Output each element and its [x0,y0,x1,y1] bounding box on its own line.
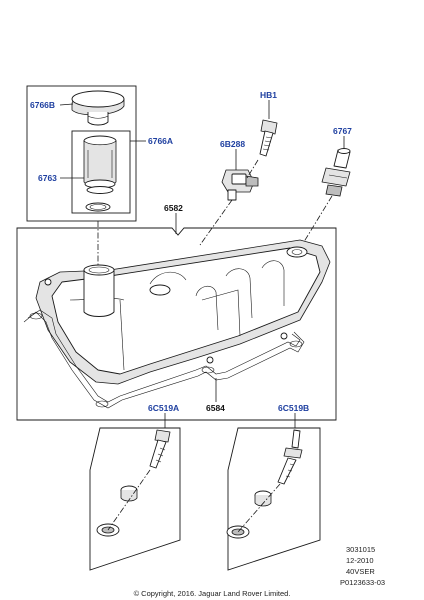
centerline-6767 [301,195,333,246]
pcv-valve-6767 [321,148,351,197]
callout-6766B[interactable]: 6766B [30,100,55,110]
bolt-hb1 [259,119,278,157]
grommet-6c519b [254,490,272,507]
callout-6767[interactable]: 6767 [333,126,352,136]
stud-6c519b [277,429,303,485]
stud-group-b-frame [227,427,321,571]
oil-filler-cap [71,90,125,126]
filler-cap-group-frame [26,85,137,222]
ref-part-number: P0123633-03 [340,578,385,587]
ref-code: 3031015 [346,545,375,554]
stud-6c519a [149,429,171,469]
camshaft-sensor-6b288 [221,169,259,201]
callout-6763[interactable]: 6763 [38,173,57,183]
callout-6C519A[interactable]: 6C519A [148,403,179,413]
callout-6C519B[interactable]: 6C519B [278,403,309,413]
centerline-6c519b [237,483,281,533]
callout-6B288[interactable]: 6B288 [220,139,245,149]
leader-6766B [59,103,74,106]
callout-HB1[interactable]: HB1 [260,90,277,100]
centerline-6c519a [107,469,151,531]
callout-6584: 6584 [206,403,225,413]
centerline-hb1 [246,159,259,179]
callout-6582: 6582 [164,203,183,213]
seal-6c519b [226,525,250,539]
filler-neck-subframe [71,130,131,214]
cover-gasket-6584 [23,309,305,409]
grommet-6c519a [120,485,138,502]
callout-6766A[interactable]: 6766A [148,136,173,146]
cover-group-frame [16,227,337,421]
ref-date: 12-2010 [346,556,374,565]
centerline-6b288 [199,199,233,246]
camshaft-cover-6582 [35,239,331,385]
filler-neck-tube [83,135,117,194]
stud-group-a-frame [89,427,181,571]
filler-neck-seal [85,202,111,212]
ref-series: 40VSER [346,567,375,576]
copyright-notice: © Copyright, 2016. Jaguar Land Rover Lim… [134,589,291,598]
